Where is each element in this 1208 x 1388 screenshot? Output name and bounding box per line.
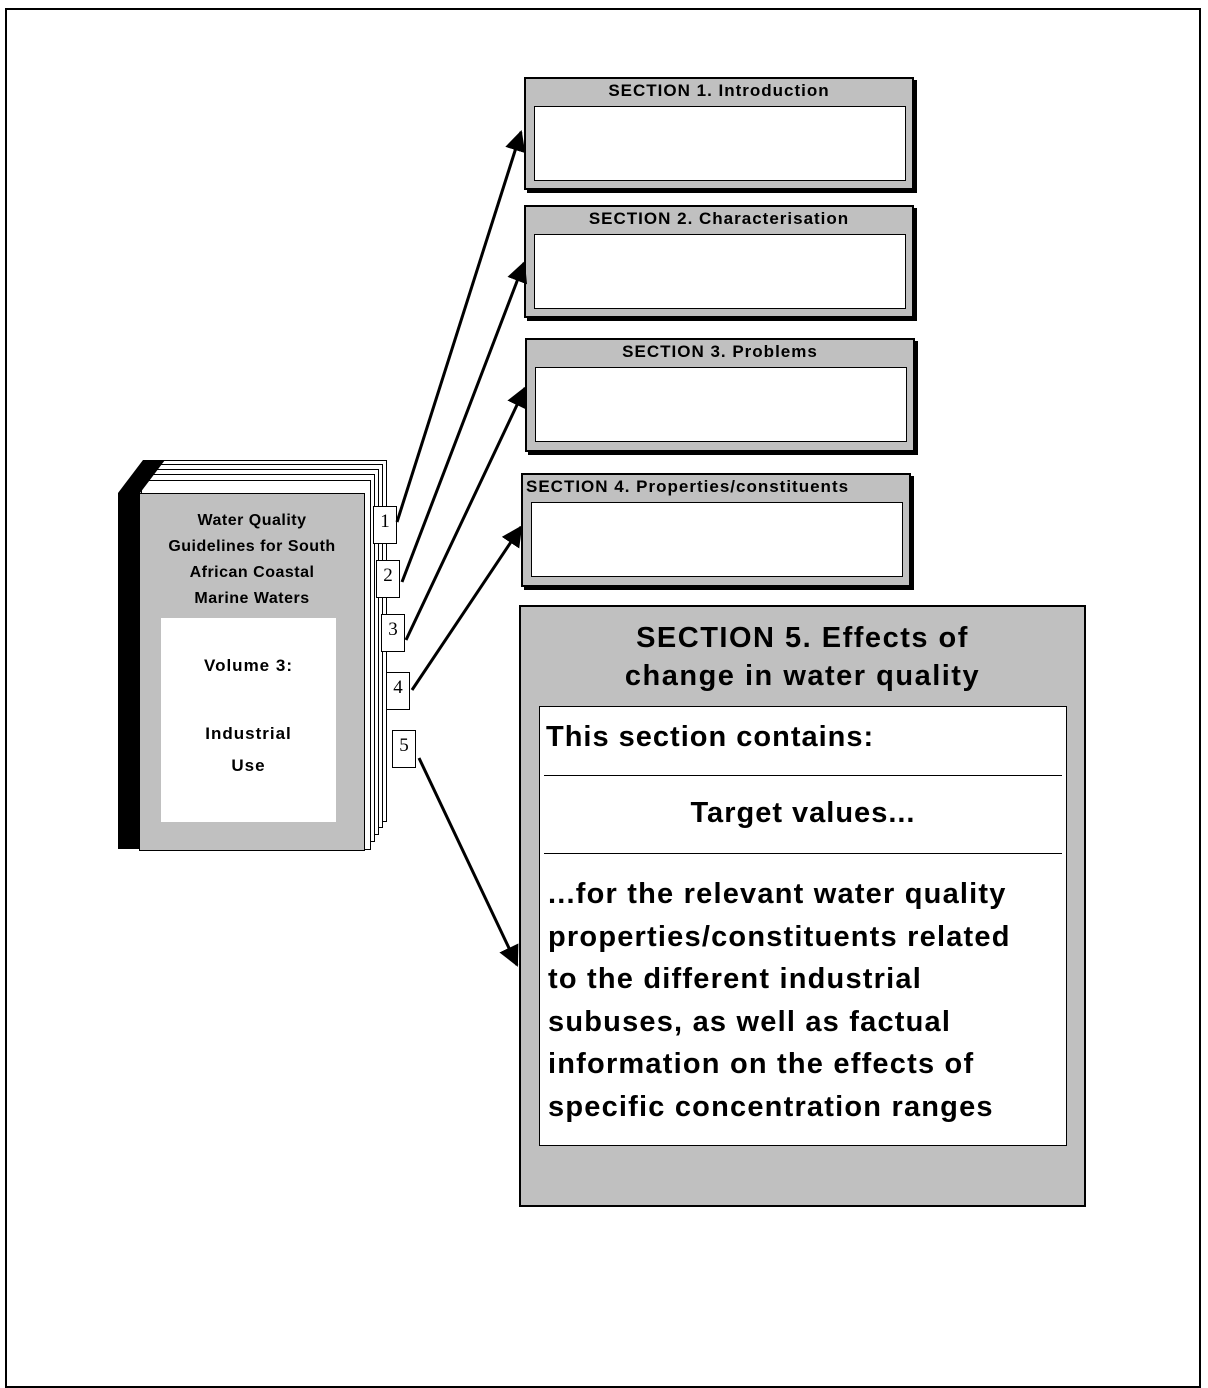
book-title-line: African Coastal xyxy=(189,564,315,581)
book-title-line: Guidelines for South xyxy=(168,538,336,555)
description-line: properties/constituents related xyxy=(548,920,1011,953)
description-line: to the different industrial xyxy=(548,963,922,995)
tab-1[interactable]: 1 xyxy=(373,506,397,544)
section-4-box: SECTION 4. Properties/constituents xyxy=(521,473,911,587)
volume-label: Volume 3: xyxy=(204,656,293,675)
section-5-contains-label: This section contains: xyxy=(546,721,875,753)
section-3-content xyxy=(535,367,907,442)
section-2-box: SECTION 2. Characterisation xyxy=(524,205,914,318)
section-5-description: ...for the relevant water quality proper… xyxy=(548,873,1011,1128)
section-5-box: SECTION 5. Effects of change in water qu… xyxy=(519,605,1086,1207)
section-4-content xyxy=(531,502,903,577)
tab-2[interactable]: 2 xyxy=(376,560,400,598)
description-line: information on the effects of xyxy=(548,1048,975,1080)
volume-name-line: Use xyxy=(231,756,266,775)
section-5-content: This section contains: Target values... … xyxy=(539,706,1067,1146)
section-1-box: SECTION 1. Introduction xyxy=(524,77,914,190)
section-2-content xyxy=(534,234,906,309)
description-line: subuses, as well as factual xyxy=(548,1005,952,1038)
section-3-title: SECTION 3. Problems xyxy=(622,342,818,361)
divider xyxy=(544,775,1062,776)
divider xyxy=(544,853,1062,854)
tab-4[interactable]: 4 xyxy=(386,672,410,710)
book-cover: Water Quality Guidelines for South Afric… xyxy=(139,493,365,851)
book-title-line: Water Quality xyxy=(197,512,307,529)
section-5-title-line: SECTION 5. Effects of xyxy=(636,622,969,654)
section-2-title: SECTION 2. Characterisation xyxy=(588,209,850,228)
volume-name-line: Industrial xyxy=(205,724,292,743)
section-1-content xyxy=(534,106,906,181)
section-5-title: SECTION 5. Effects of change in water qu… xyxy=(521,619,1084,695)
volume-name: Industrial Use xyxy=(161,718,336,782)
book-title: Water Quality Guidelines for South Afric… xyxy=(140,508,364,612)
section-4-title: SECTION 4. Properties/constituents xyxy=(526,477,850,496)
tab-3[interactable]: 3 xyxy=(381,614,405,652)
description-line: ...for the relevant water quality xyxy=(548,878,1007,910)
description-line: specific concentration ranges xyxy=(548,1090,994,1123)
book-label-panel: Volume 3: Industrial Use xyxy=(161,618,336,822)
section-1-title: SECTION 1. Introduction xyxy=(608,81,830,100)
tab-5[interactable]: 5 xyxy=(392,730,416,768)
book-title-line: Marine Waters xyxy=(194,590,310,607)
section-5-title-line: change in water quality xyxy=(624,660,981,692)
section-5-target-label: Target values... xyxy=(690,797,916,829)
section-3-box: SECTION 3. Problems xyxy=(525,338,915,452)
